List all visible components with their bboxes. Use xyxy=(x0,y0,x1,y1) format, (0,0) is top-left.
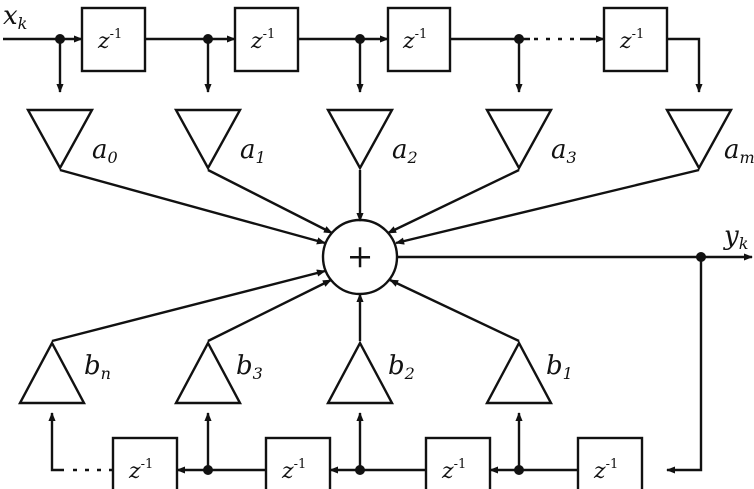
gain-a1-label: a1 xyxy=(240,135,266,167)
top-delay-box-3 xyxy=(386,6,452,73)
top-delay-box-4 xyxy=(602,6,669,73)
b1-to-adder xyxy=(389,278,520,343)
b3-to-adder xyxy=(207,278,332,343)
top-delay-label-3: z-1 xyxy=(402,27,427,54)
gain-b3-triangle xyxy=(174,340,242,405)
junction-dot xyxy=(696,252,706,262)
output-label: yk xyxy=(723,221,748,253)
bottom-delay-label-3: z-1 xyxy=(281,457,306,484)
bottom-delay-box-1 xyxy=(576,436,644,489)
junction-dot xyxy=(55,34,65,44)
input-label: xk xyxy=(3,1,27,33)
gain-a1-triangle xyxy=(173,108,243,171)
gain-a2-label: a2 xyxy=(392,135,418,167)
gain-bn-triangle xyxy=(18,340,86,405)
junction-dot xyxy=(203,34,213,44)
top-line-end xyxy=(667,37,703,93)
junction-dot xyxy=(514,34,524,44)
junction-dot xyxy=(514,465,524,475)
gain-bn-label: bn xyxy=(84,351,111,383)
gain-a0-triangle xyxy=(25,108,95,171)
bottom-delay-label-4: z-1 xyxy=(128,457,153,484)
gain-am-triangle xyxy=(664,108,734,171)
junction-dot xyxy=(203,465,213,475)
a0-to-adder xyxy=(59,168,326,245)
gain-a3-triangle xyxy=(484,108,554,171)
top-delay-box-2 xyxy=(233,6,300,73)
top-delay-label-1: z-1 xyxy=(97,27,122,54)
gain-b2-triangle xyxy=(326,340,394,405)
a3-to-adder xyxy=(387,168,520,235)
a1-to-adder xyxy=(207,168,333,235)
feedback-down-line xyxy=(666,257,703,474)
gain-b1-triangle xyxy=(485,340,553,405)
bottom-line-end xyxy=(48,412,64,472)
bottom-delay-label-2: z-1 xyxy=(441,457,466,484)
top-delay-label-4: z-1 xyxy=(619,27,644,54)
top-delay-box-1 xyxy=(80,6,147,73)
junction-dot xyxy=(355,34,365,44)
bottom-delay-label-1: z-1 xyxy=(593,457,618,484)
gain-a3-label: a3 xyxy=(551,135,577,167)
gain-a2-triangle xyxy=(325,108,395,171)
gain-b3-label: b3 xyxy=(236,351,263,383)
junction-dot xyxy=(355,465,365,475)
top-delay-label-2: z-1 xyxy=(250,27,275,54)
bn-to-adder xyxy=(51,269,326,343)
gain-b1-label: b1 xyxy=(546,351,573,383)
adder-plus-sign: + xyxy=(347,237,374,275)
gain-am-label: am xyxy=(724,135,754,167)
gain-a0-label: a0 xyxy=(92,135,118,167)
am-to-adder xyxy=(395,168,700,245)
gain-b2-label: b2 xyxy=(388,351,415,383)
